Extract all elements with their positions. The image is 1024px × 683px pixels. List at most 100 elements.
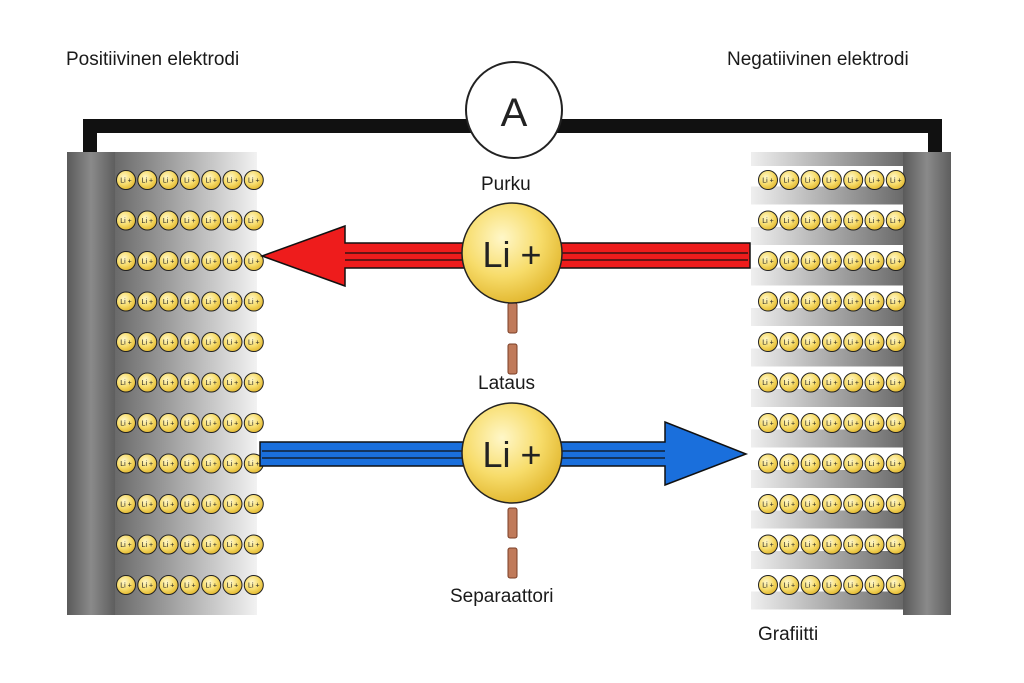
small-li-ion (222, 291, 243, 312)
small-li-ion-label: Li + (120, 259, 131, 266)
small-li-ion (843, 575, 864, 595)
small-li-ion (158, 372, 179, 393)
small-li-ion-label: Li + (227, 259, 238, 266)
small-li-ion (885, 251, 906, 271)
small-li-ion-label: Li + (227, 218, 238, 225)
small-li-ion (137, 291, 158, 312)
small-li-ion-label: Li + (227, 299, 238, 306)
small-li-ion-label: Li + (205, 461, 216, 468)
small-li-ion-label: Li + (890, 259, 901, 266)
small-li-ion (179, 332, 200, 352)
small-li-ion-label: Li + (784, 583, 795, 590)
small-li-ion-label: Li + (784, 340, 795, 347)
small-li-ion-label: Li + (184, 218, 195, 225)
small-li-ion-label: Li + (805, 259, 816, 266)
small-li-ion (222, 170, 243, 190)
small-li-ion-label: Li + (248, 380, 259, 387)
small-li-ion-label: Li + (847, 583, 858, 590)
small-li-ion-label: Li + (120, 340, 131, 347)
negative-electrode: Li + Li + Li + Li + Li + Li + Li + Li + Li + Li +… (751, 152, 951, 615)
small-li-ion-label: Li + (205, 218, 216, 225)
small-li-ion (758, 413, 778, 433)
small-li-ion (201, 372, 222, 393)
small-li-ion (885, 413, 906, 433)
graphite-sheet (751, 152, 903, 166)
small-li-ion-label: Li + (205, 259, 216, 266)
small-li-ion (800, 291, 821, 312)
small-li-ion-label: Li + (120, 218, 131, 225)
small-li-ion-label: Li + (762, 178, 773, 185)
small-li-ion (243, 170, 264, 190)
small-li-ion (201, 291, 222, 312)
small-li-ion (800, 575, 821, 595)
small-li-ion-label: Li + (847, 218, 858, 225)
small-li-ion-label: Li + (248, 542, 259, 549)
small-li-ion-label: Li + (227, 178, 238, 185)
small-li-ion-label: Li + (248, 299, 259, 306)
separator-label: Separaattori (450, 586, 554, 607)
small-li-ion (222, 494, 243, 514)
small-li-ion-label: Li + (120, 502, 131, 509)
small-li-ion-label: Li + (184, 380, 195, 387)
small-li-ion-label: Li + (184, 542, 195, 549)
small-li-ion-label: Li + (784, 502, 795, 509)
small-li-ion (116, 291, 136, 312)
small-li-ion-label: Li + (826, 299, 837, 306)
small-li-ion (885, 170, 906, 190)
small-li-ion-label: Li + (847, 340, 858, 347)
small-li-ion-label: Li + (142, 421, 153, 428)
small-li-ion (201, 534, 222, 555)
small-li-ion-label: Li + (205, 502, 216, 509)
small-li-ion (800, 251, 821, 271)
small-li-ion-label: Li + (805, 461, 816, 468)
small-li-ion-label: Li + (762, 583, 773, 590)
graphite-sheet (751, 308, 903, 326)
small-li-ion (821, 534, 842, 555)
small-li-ion (779, 291, 800, 312)
small-li-ion (779, 575, 800, 595)
small-li-ion (843, 210, 864, 231)
small-li-ion-label: Li + (184, 461, 195, 468)
positive-collector (67, 152, 115, 615)
small-li-ion (800, 332, 821, 352)
small-li-ion (779, 534, 800, 555)
small-li-ion (116, 210, 136, 231)
small-li-ion (201, 413, 222, 433)
discharge-label: Purku (481, 174, 531, 195)
small-li-ion-label: Li + (890, 380, 901, 387)
small-li-ion-label: Li + (847, 178, 858, 185)
small-li-ion-label: Li + (163, 218, 174, 225)
small-li-ion (243, 372, 264, 393)
small-li-ion-label: Li + (784, 380, 795, 387)
graphite-sheet (751, 429, 903, 448)
small-li-ion-label: Li + (847, 421, 858, 428)
small-li-ion-label: Li + (120, 299, 131, 306)
ammeter: A (465, 61, 563, 159)
small-li-ion-label: Li + (248, 461, 259, 468)
small-li-ion (885, 453, 906, 474)
small-li-ion (158, 453, 179, 474)
small-li-ion-label: Li + (869, 583, 880, 590)
small-li-ion (758, 534, 778, 555)
small-li-ion (201, 210, 222, 231)
small-li-ion-label: Li + (184, 259, 195, 266)
small-li-ion (116, 413, 136, 433)
small-li-ion-label: Li + (142, 299, 153, 306)
small-li-ion-label: Li + (762, 259, 773, 266)
small-li-ion (116, 170, 136, 190)
small-li-ion (779, 332, 800, 352)
separator-dashes (507, 302, 518, 579)
small-li-ion (821, 251, 842, 271)
small-li-ion-label: Li + (826, 461, 837, 468)
small-li-ion (222, 575, 243, 595)
small-li-ion (758, 332, 778, 352)
small-li-ion (843, 291, 864, 312)
graphite-sheet (751, 510, 903, 529)
small-li-ion-label: Li + (890, 299, 901, 306)
small-li-ion (158, 494, 179, 514)
small-li-ion (800, 170, 821, 190)
charge-label: Lataus (478, 373, 536, 394)
small-li-ion-label: Li + (826, 380, 837, 387)
small-li-ion-label: Li + (826, 259, 837, 266)
small-li-ion-label: Li + (205, 340, 216, 347)
